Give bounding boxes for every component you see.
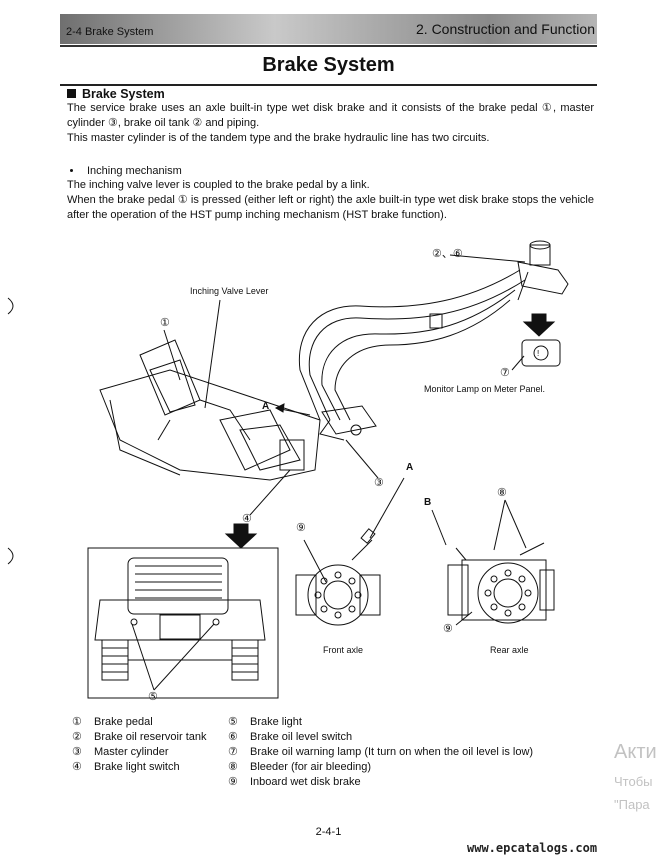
callout-4: ④ bbox=[242, 513, 252, 525]
label-arrow-a2: A bbox=[406, 462, 414, 473]
callout-5: ⑤ bbox=[148, 691, 158, 703]
label-front-axle: Front axle bbox=[323, 645, 364, 655]
brake-oil-tank bbox=[517, 240, 569, 301]
callout-8: ⑧ bbox=[497, 487, 507, 499]
leader-front-disk bbox=[303, 539, 327, 583]
front-axle-disk bbox=[295, 528, 381, 626]
label-arrow-b: B bbox=[424, 497, 432, 508]
down-arrow-icon bbox=[224, 523, 258, 549]
master-cylinder bbox=[319, 405, 377, 441]
leader-inching-valve bbox=[204, 299, 221, 409]
leader-brake-pedal bbox=[163, 329, 181, 381]
paragraph-pedal: When the brake pedal ① is pressed (eithe… bbox=[67, 194, 594, 221]
page-number: 2-4-1 bbox=[315, 826, 342, 838]
title-rule bbox=[60, 84, 597, 86]
paragraph-tandem: This master cylinder is of the tandem ty… bbox=[67, 132, 490, 144]
activation-overlay-2: Чтобы bbox=[614, 774, 653, 789]
brake-pipes bbox=[298, 269, 526, 421]
label-monitor-lamp: Monitor Lamp on Meter Panel. bbox=[424, 384, 546, 394]
paragraph-intro: The service brake uses an axle built-in … bbox=[67, 102, 594, 129]
bullet-text: Inching mechanism bbox=[87, 165, 182, 177]
bullet-dot-icon bbox=[70, 169, 73, 172]
header-bar bbox=[60, 14, 597, 44]
header-chapter: 2. Construction and Function bbox=[416, 21, 595, 37]
bullet-item: Inching mechanism bbox=[70, 165, 182, 177]
header-rule bbox=[60, 45, 597, 47]
callout-7: ⑦ bbox=[500, 367, 510, 379]
leader-tank bbox=[449, 254, 526, 263]
label-arrow-a: A bbox=[262, 401, 270, 412]
tractor-front-view bbox=[87, 547, 279, 699]
leader-brake-light bbox=[131, 623, 155, 691]
binding-hole-mark bbox=[7, 547, 14, 565]
svg-text:!: ! bbox=[537, 349, 539, 358]
callout-9-front: ⑨ bbox=[296, 522, 306, 534]
section-heading-text: Brake System bbox=[82, 87, 165, 101]
header-section: 2-4 Brake System bbox=[66, 26, 154, 38]
activation-overlay-3: "Пара bbox=[614, 797, 650, 812]
square-bullet-icon bbox=[67, 89, 76, 98]
leader-master-cylinder bbox=[345, 439, 379, 479]
callout-3: ③ bbox=[374, 477, 384, 489]
page-title: Brake System bbox=[262, 54, 395, 76]
label-inching-valve-lever: Inching Valve Lever bbox=[190, 286, 269, 296]
arrow-a-down bbox=[369, 477, 405, 539]
down-arrow-icon bbox=[522, 313, 556, 337]
rear-axle-disk bbox=[447, 542, 555, 624]
leader-rear-disk bbox=[455, 611, 473, 626]
leader-brake-light bbox=[153, 623, 215, 691]
arrowhead bbox=[274, 403, 285, 413]
callout-9-rear: ⑨ bbox=[443, 623, 453, 635]
leader-bleeder bbox=[493, 499, 506, 551]
label-rear-axle: Rear axle bbox=[490, 645, 529, 655]
brake-pedal-assembly bbox=[99, 339, 321, 481]
leader-bleeder bbox=[504, 499, 527, 549]
activation-overlay-1: Акти bbox=[614, 741, 657, 763]
paragraph-inching: The inching valve lever is coupled to th… bbox=[67, 179, 370, 191]
callout-1: ① bbox=[160, 317, 170, 329]
binding-hole-mark bbox=[7, 297, 14, 315]
callout-2-6: ②、⑥ bbox=[432, 248, 463, 260]
monitor-lamp-icon bbox=[521, 339, 561, 367]
section-heading: Brake System bbox=[67, 87, 165, 101]
leader-light-switch bbox=[249, 469, 291, 516]
watermark-url[interactable]: www.epcatalogs.com bbox=[467, 841, 598, 855]
arrow-b-down bbox=[431, 509, 447, 546]
monitor-lamp-icon bbox=[533, 345, 549, 361]
